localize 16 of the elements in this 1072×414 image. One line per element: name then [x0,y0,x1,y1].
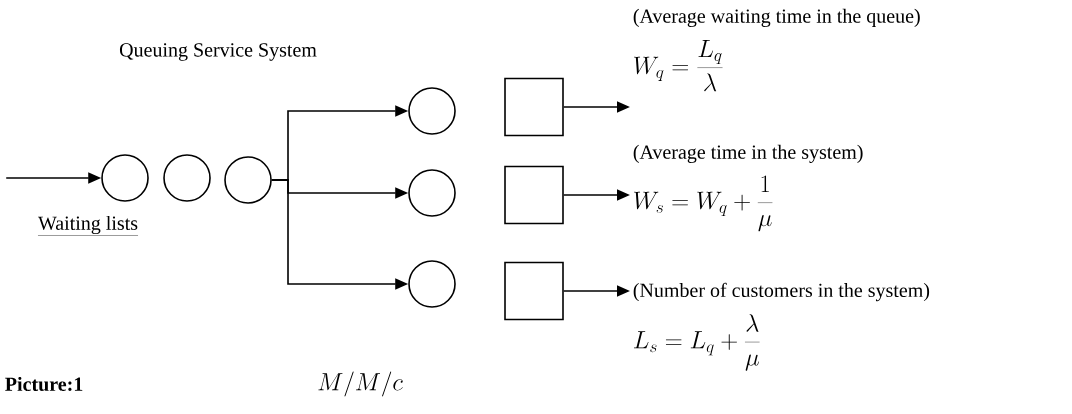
caption: Picture:1 [5,376,83,392]
circle [163,154,211,202]
circle [224,156,272,204]
formula-text: (Average time in the system) $W_s = W_q + \frac{1}{\mu}$ [633,144,863,232]
formula-text: (Average waiting time in the queue) $W_q = \frac{L_q}{\lambda}$ [633,8,920,92]
model-notation: $M/M/c$ [318,371,403,397]
heading: Queuing Service System [119,43,317,61]
square-box [504,165,564,225]
square-box [504,261,564,321]
formula-text: (Number of customers in the system) $L_s = L_q + \frac{\lambda}{\mu}$ [633,282,930,371]
circle [101,154,149,202]
square-box [504,77,564,137]
label: Waiting lists [37,215,139,236]
circle [408,260,456,308]
circle [408,169,456,217]
circle [408,87,456,135]
